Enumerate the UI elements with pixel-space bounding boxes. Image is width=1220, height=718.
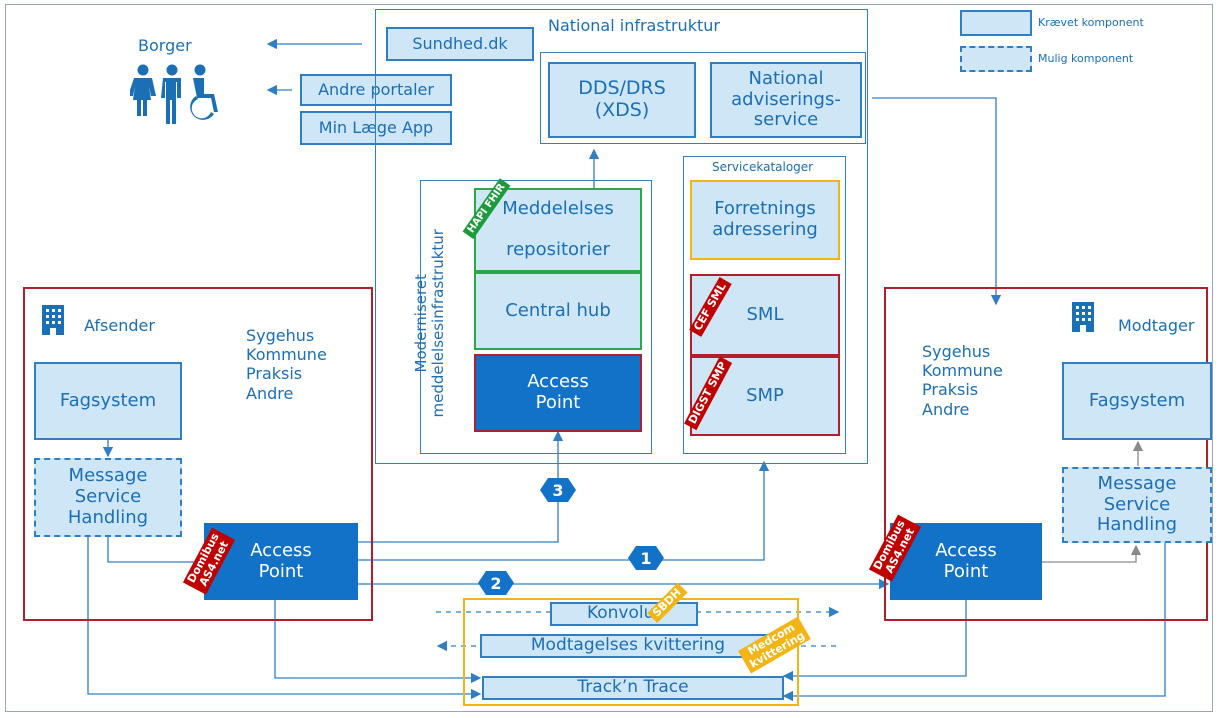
modern-messaging-label: Moderniseret meddelelsesinfrastruktur: [411, 183, 448, 463]
sender-msh-line-2: Service: [74, 486, 142, 508]
receiver-ap-line-2: Point: [943, 560, 989, 582]
dds-line-2: (XDS): [594, 99, 650, 121]
sender-org-1: Sygehus: [246, 326, 315, 345]
sender-panel: [23, 287, 373, 621]
forretning-line-1: Forretnings: [714, 198, 816, 220]
central-hub-box: Central hub: [474, 272, 642, 350]
modtagelses-kvittering-box: Modtagelses kvittering: [480, 634, 776, 658]
repo-line-1: Meddelelses: [502, 198, 614, 220]
modern-messaging-panel: [420, 180, 652, 454]
sender-ap-line-2: Point: [258, 560, 304, 582]
step-badge-1-label: 1: [640, 548, 652, 568]
national-infrastructure-panel: [375, 9, 868, 464]
konvolut-box: Konvolut: [550, 602, 698, 626]
legend-optional-swatch: [960, 46, 1032, 72]
sender-org-3: Praksis: [246, 364, 303, 384]
building-icon: [1072, 302, 1094, 332]
sender-org-list: Sygehus Kommune Praksis Andre: [246, 326, 327, 403]
receiver-msh-box: Message Service Handling: [1062, 467, 1212, 543]
advis-line-1: National: [748, 67, 824, 89]
sender-ap-line-1: Access: [250, 539, 312, 561]
meddelelses-repositorier-box: Meddelelses repositorier: [474, 188, 642, 272]
sender-org-4: Andre: [246, 383, 294, 403]
sender-title: Afsender: [84, 316, 155, 335]
receiver-org-3: Praksis: [922, 380, 979, 400]
sender-org-2: Kommune: [246, 345, 327, 365]
receiver-msh-line-1: Message: [1097, 472, 1177, 494]
sender-fagsystem-box: Fagsystem: [34, 362, 182, 440]
receiver-org-2: Kommune: [922, 361, 1003, 381]
service-catalog-title: Servicekataloger: [712, 160, 814, 174]
receiver-ap-line-1: Access: [935, 539, 997, 561]
step-badge-1: 1: [628, 546, 664, 570]
national-title: National infrastruktur: [548, 16, 720, 35]
receiver-panel: [884, 287, 1208, 621]
min-laege-app-box: Min Læge App: [300, 111, 452, 145]
step-badge-3-label: 3: [552, 480, 564, 500]
sender-msh-line-3: Handling: [67, 506, 149, 528]
national-ap-line-1: Access: [527, 371, 589, 393]
andre-portaler-box: Andre portaler: [300, 74, 452, 106]
forretning-line-2: adressering: [712, 219, 818, 240]
national-services-group: [540, 52, 866, 144]
sundhed-dk-box: Sundhed.dk: [386, 27, 534, 61]
sender-msh-line-1: Message: [68, 465, 148, 487]
people-icon: [130, 64, 218, 124]
national-advisering-box: National adviserings- service: [710, 62, 862, 138]
repo-line-2: repositorier: [506, 239, 610, 260]
receiver-msh-line-2: Service: [1103, 493, 1171, 515]
step-badge-2: 2: [478, 571, 514, 595]
receiver-org-1: Sygehus: [922, 342, 991, 361]
legend-required-label: Krævet komponent: [1038, 16, 1144, 29]
diagram-frame: [5, 4, 1213, 712]
receiver-org-4: Andre: [922, 399, 970, 419]
legend-optional-label: Mulig komponent: [1038, 52, 1134, 65]
track-n-trace-box: Track’n Trace: [482, 676, 784, 700]
legend-required-swatch: [960, 10, 1032, 36]
step-badge-2-label: 2: [490, 573, 502, 593]
forretnings-adressering-box: Forretnings adressering: [690, 180, 840, 260]
advis-line-3: service: [753, 109, 819, 131]
service-catalog-panel: [683, 156, 846, 454]
modern-label-line-2: meddelelsesinfrastruktur: [429, 229, 447, 418]
citizen-label: Borger: [138, 36, 192, 55]
receiver-fagsystem-box: Fagsystem: [1062, 362, 1212, 440]
receiver-title: Modtager: [1118, 316, 1195, 335]
advis-line-2: adviserings-: [731, 88, 841, 110]
receiver-org-list: Sygehus Kommune Praksis Andre: [922, 342, 1003, 419]
modern-label-line-1: Moderniseret: [411, 274, 430, 373]
step-badge-3: 3: [540, 478, 576, 502]
sender-msh-box: Message Service Handling: [34, 458, 182, 537]
receiver-msh-line-3: Handling: [1096, 514, 1178, 536]
dds-drs-box: DDS/DRS (XDS): [548, 62, 696, 138]
building-icon: [42, 305, 64, 335]
dds-line-1: DDS/DRS: [578, 77, 666, 100]
national-access-point-box: Access Point: [474, 354, 642, 432]
transport-panel: [463, 598, 799, 706]
national-ap-line-2: Point: [535, 392, 581, 413]
